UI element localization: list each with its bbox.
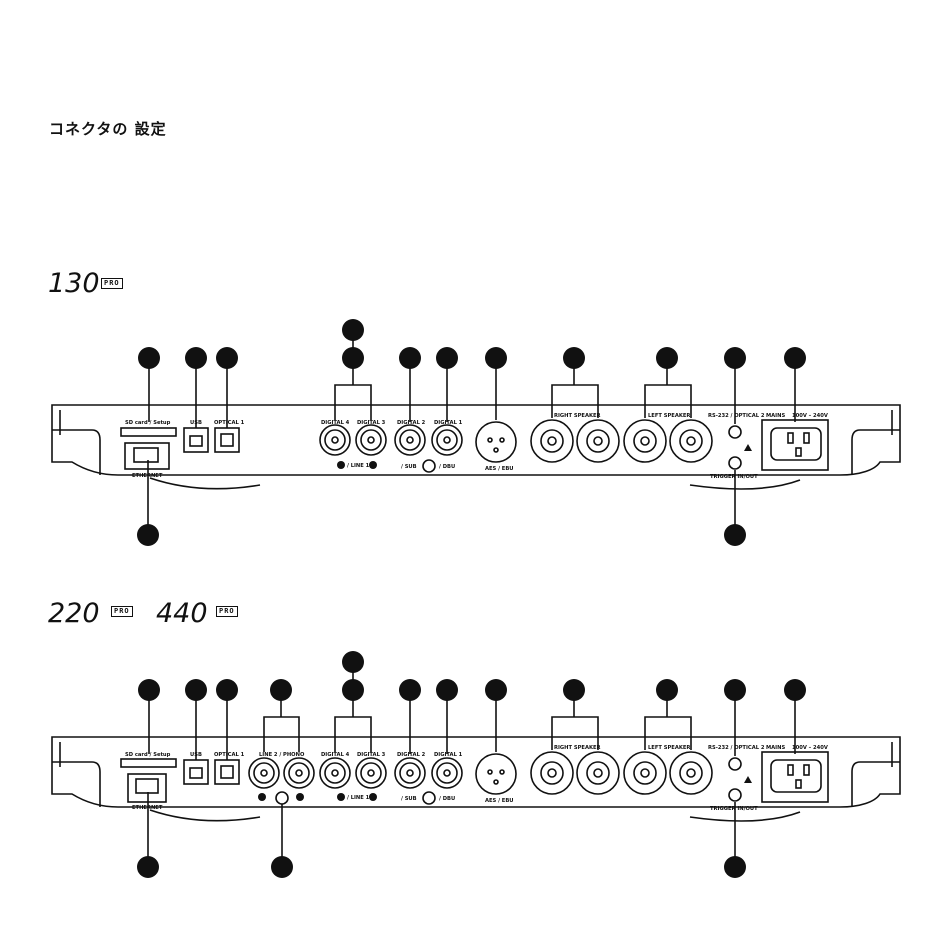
label-sub-2: / SUB [401,796,417,802]
chassis-outline [51,404,901,476]
xlr-aes-ebu-2 [475,753,517,795]
speaker-right-b [576,419,620,463]
label-ethernet-2: ETHERNET [132,805,163,811]
label-aes-ebu: AES / EBU [485,466,514,472]
optical-1-port [214,427,240,453]
model-220-label: 220 [48,598,100,629]
label-digital-3-2: DIGITAL 3 [357,752,386,758]
chassis-outline-2 [51,736,901,808]
label-trigger-2: TRIGGER IN/OUT [710,806,758,812]
rca-digital-2-2 [394,757,426,789]
label-right-speaker-2: RIGHT SPEAKER [554,745,601,751]
callout-markers-2 [137,651,806,878]
label-mains: MAINS [766,413,785,419]
label-digital-4-2: DIGITAL 4 [321,752,350,758]
label-usb: USB [190,420,202,426]
callout-markers [137,319,806,546]
ground-terminal [275,791,289,805]
model-440-label: 440 [156,598,208,629]
pro-badge-220: PRO [111,606,133,617]
rca-digital-4 [319,424,351,456]
label-optical-1: OPTICAL 1 [214,420,245,426]
usb-port [183,427,209,453]
left-foot [52,429,101,475]
label-digital-4: DIGITAL 4 [321,420,350,426]
speaker-left-b [669,419,713,463]
pro-badge-130: PRO [101,278,123,289]
speaker-right-a [530,419,574,463]
label-right-speaker: RIGHT SPEAKER [554,413,601,419]
label-digital-3: DIGITAL 3 [357,420,386,426]
label-ethernet: ETHERNET [132,473,163,479]
label-mains-rating: 100V – 240V [792,413,828,419]
rca-phono-r [248,757,280,789]
model-130-label: 130 [48,268,100,299]
label-line-1: / LINE 1 [347,463,370,469]
label-mains-rating-2: 100V – 240V [792,745,828,751]
rca-digital-1-2 [431,757,463,789]
connector-diagram-130: SD card / Setup USB OPTICAL 1 ETHERNET D… [51,319,901,546]
right-foot [851,429,900,475]
label-sub: / SUB [401,464,417,470]
sd-card-slot-2 [120,758,177,768]
speaker-left-a [623,419,667,463]
label-line-1-2: / LINE 1 [347,795,370,801]
rca-digital-1 [431,424,463,456]
label-digital-2: DIGITAL 2 [397,420,426,426]
ethernet-port [124,442,170,470]
rca-digital-4-2 [319,757,351,789]
trigger-jack [728,456,742,470]
ethernet-port-2 [127,773,167,803]
optical-1-port-2 [214,759,240,785]
rca-digital-3 [355,424,387,456]
label-line-2-phono: LINE 2 / PHONO [259,752,305,758]
label-rs232-optical-2: RS-232 / OPTICAL 2 [708,413,765,419]
rs232-jack [728,425,742,439]
rca-digital-2 [394,424,426,456]
label-dbu: / DBU [439,464,455,470]
sd-card-slot [120,427,177,437]
label-digital-2-2: DIGITAL 2 [397,752,426,758]
label-optical-1-2: OPTICAL 1 [214,752,245,758]
label-sd-card: SD card / Setup [125,420,171,426]
xlr-aes-ebu [475,421,517,463]
label-dbu-2: / DBU [439,796,455,802]
label-trigger: TRIGGER IN/OUT [710,474,758,480]
label-sd-card-2: SD card / Setup [125,752,171,758]
label-left-speaker-2: LEFT SPEAKER [648,745,690,751]
rca-phono-l [283,757,315,789]
label-usb-2: USB [190,752,202,758]
rca-digital-3-2 [355,757,387,789]
label-mains-2: MAINS [766,745,785,751]
label-digital-1-2: DIGITAL 1 [434,752,463,758]
page-title: コネクタの 設定 [49,120,167,138]
label-aes-ebu-2: AES / EBU [485,798,514,804]
label-digital-1: DIGITAL 1 [434,420,463,426]
connector-diagram-220-440: SD card / Setup USB OPTICAL 1 ETHERNET L… [51,651,901,878]
pro-badge-440: PRO [216,606,238,617]
label-rs232-optical-2-2: RS-232 / OPTICAL 2 [708,745,765,751]
label-left-speaker: LEFT SPEAKER [648,413,690,419]
usb-port-2 [183,759,209,785]
